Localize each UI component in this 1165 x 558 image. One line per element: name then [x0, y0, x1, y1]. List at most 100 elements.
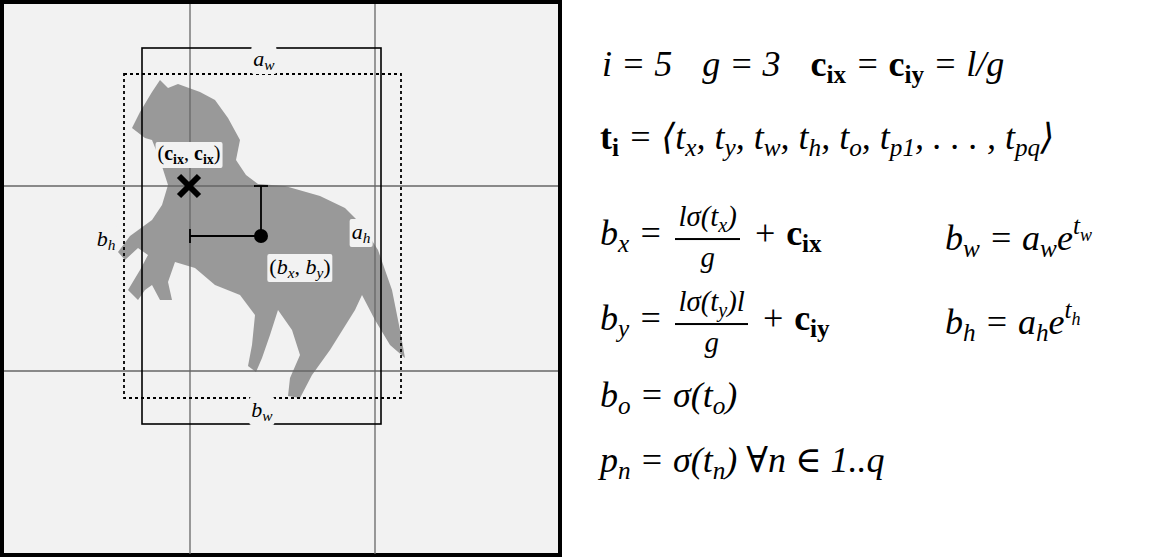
vector-symbol: t	[600, 117, 612, 157]
vector-symbol: iy	[904, 61, 924, 88]
vector-symbol: i	[612, 134, 619, 161]
equation-line: bx = lσ(tx)g + cix	[600, 200, 822, 274]
math-text: =	[629, 298, 671, 338]
vector-symbol: c	[164, 142, 173, 164]
math-text: , t	[697, 117, 725, 157]
math-text: b	[251, 397, 262, 422]
math-text: ⟩	[1040, 117, 1054, 157]
equation-line: i = 5g = 3cix = ciy = l/g	[602, 44, 1004, 90]
math-text: b	[600, 298, 618, 338]
math-index: x	[288, 264, 295, 281]
box-label: bw	[249, 397, 274, 425]
equation-line: by = lσ(ty)lg + ciy	[600, 285, 830, 359]
predicted-box	[124, 74, 401, 398]
math-text: lσ(t	[678, 285, 718, 317]
vector-symbol: ix	[203, 152, 214, 167]
math-text: lσ(t	[678, 200, 718, 232]
vector-symbol: ix	[173, 152, 184, 167]
math-index: w	[963, 235, 980, 262]
math-text: b	[600, 375, 618, 415]
math-index: w	[1040, 235, 1057, 262]
numerator: lσ(tx)	[675, 200, 739, 240]
math-text: b	[945, 218, 963, 258]
math-index: h	[363, 229, 371, 246]
math-text: , . . . , t	[915, 117, 1015, 157]
math-text: = ⟨t	[619, 117, 685, 157]
math-text: = σ(t	[631, 375, 713, 415]
math-index: t	[1064, 296, 1071, 323]
math-index: n	[713, 457, 726, 484]
math-text: ) ∀n ∈ 1..q	[725, 440, 884, 480]
math-index: h	[963, 319, 976, 346]
math-text: =	[846, 44, 888, 84]
cell-corner-cross	[179, 176, 199, 196]
equation-line: pn = σ(tn) ∀n ∈ 1..q	[600, 440, 885, 486]
box-label: bh	[95, 226, 118, 254]
numerator: lσ(ty)l	[675, 285, 747, 325]
math-text: e	[1048, 302, 1064, 342]
vector-symbol: c	[194, 142, 203, 164]
math-text: )	[727, 200, 737, 232]
math-index: pq	[1015, 134, 1040, 161]
math-text: , t	[821, 117, 849, 157]
anchor-box	[142, 48, 381, 424]
math-text: b	[277, 254, 288, 279]
equation-line: bw = awetw	[945, 212, 1092, 263]
math-index: x	[685, 134, 696, 161]
math-text: b	[97, 226, 108, 251]
math-index: p1	[890, 134, 915, 161]
math-text: e	[1057, 218, 1073, 258]
box-label: aw	[251, 46, 276, 74]
denominator: g	[700, 240, 714, 274]
point-label: (cix, cix)	[156, 142, 223, 168]
math-index: x	[718, 214, 727, 236]
math-text: )l	[727, 285, 745, 317]
image-frame	[2, 2, 560, 555]
vector-symbol: c	[888, 44, 904, 84]
math-index: h	[809, 134, 822, 161]
math-text: = a	[976, 302, 1036, 342]
math-text: , t	[736, 117, 764, 157]
math-text: b	[945, 302, 963, 342]
math-text: g	[700, 241, 714, 273]
offset-brackets	[190, 186, 268, 243]
math-text: , t	[781, 117, 809, 157]
math-text: b	[306, 254, 317, 279]
math-index: h	[1036, 319, 1049, 346]
equation-line: bh = aheth	[945, 296, 1080, 347]
fraction: lσ(ty)lg	[675, 285, 747, 359]
horse-silhouette	[118, 80, 405, 398]
box-center-dot	[254, 229, 268, 243]
math-text: =	[629, 213, 671, 253]
math-index: t	[1073, 212, 1080, 239]
math-index: o	[618, 392, 631, 419]
math-text: +	[744, 213, 786, 253]
math-index: h	[1071, 309, 1080, 329]
grid-lines	[4, 4, 558, 554]
vector-symbol: ix	[802, 230, 822, 257]
math-index: n	[618, 457, 631, 484]
math-index: w	[262, 407, 272, 424]
math-index: w	[764, 134, 781, 161]
math-text: g	[704, 326, 718, 358]
math-index: w	[1080, 225, 1092, 245]
math-index: y	[725, 134, 736, 161]
math-text: = a	[980, 218, 1040, 258]
math-text: g = 3	[702, 44, 780, 84]
math-index: w	[264, 56, 274, 73]
box-label: ah	[350, 219, 373, 247]
vector-symbol: c	[786, 213, 802, 253]
equation-line: ti = ⟨tx, ty, tw, th, to, tp1, . . . , t…	[600, 117, 1054, 163]
math-text: = σ(t	[631, 440, 713, 480]
math-index: y	[718, 299, 727, 321]
math-text: +	[752, 298, 794, 338]
math-text: ,	[295, 254, 306, 279]
math-text: a	[253, 46, 264, 71]
math-text: = l/g	[924, 44, 1004, 84]
equation-line: bo = σ(to)	[600, 375, 737, 421]
vector-symbol: c	[794, 298, 810, 338]
math-text: )	[214, 142, 221, 164]
math-text: )	[323, 254, 330, 279]
math-index: o	[713, 392, 726, 419]
vector-symbol: c	[811, 44, 827, 84]
